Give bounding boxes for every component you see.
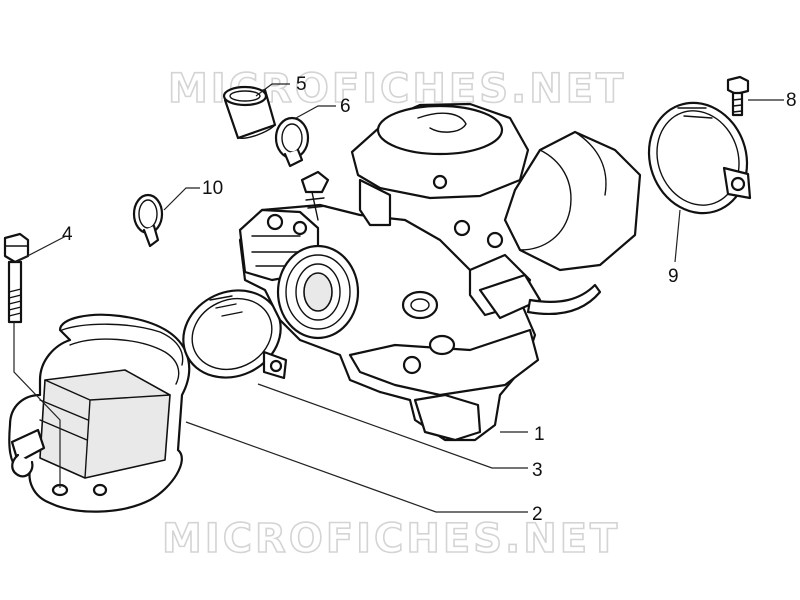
watermark-bottom: MICROFICHES.NET bbox=[162, 516, 620, 562]
callout-9: 9 bbox=[668, 266, 679, 287]
callout-4: 4 bbox=[62, 224, 73, 245]
callouts: 1 2 3 4 5 6 8 9 10 bbox=[62, 74, 797, 525]
part-9-ring-clamp bbox=[647, 101, 752, 215]
part-6-clamp bbox=[274, 116, 310, 168]
part-5-sleeve bbox=[222, 85, 277, 140]
callout-8: 8 bbox=[786, 90, 797, 111]
callout-5: 5 bbox=[296, 74, 307, 95]
callout-10: 10 bbox=[202, 178, 223, 199]
callout-2: 2 bbox=[532, 504, 543, 525]
callout-6: 6 bbox=[340, 96, 351, 117]
part-4-bolt bbox=[3, 232, 30, 324]
part-8-screw bbox=[726, 75, 750, 117]
callout-3: 3 bbox=[532, 460, 543, 481]
part-2-intake-manifold bbox=[8, 313, 191, 513]
leader-lines bbox=[13, 83, 784, 513]
part-10-hose-clamp bbox=[132, 193, 164, 248]
part-3-clamp bbox=[182, 289, 288, 380]
part-1-carburetor bbox=[238, 102, 642, 442]
callout-1: 1 bbox=[534, 424, 545, 445]
